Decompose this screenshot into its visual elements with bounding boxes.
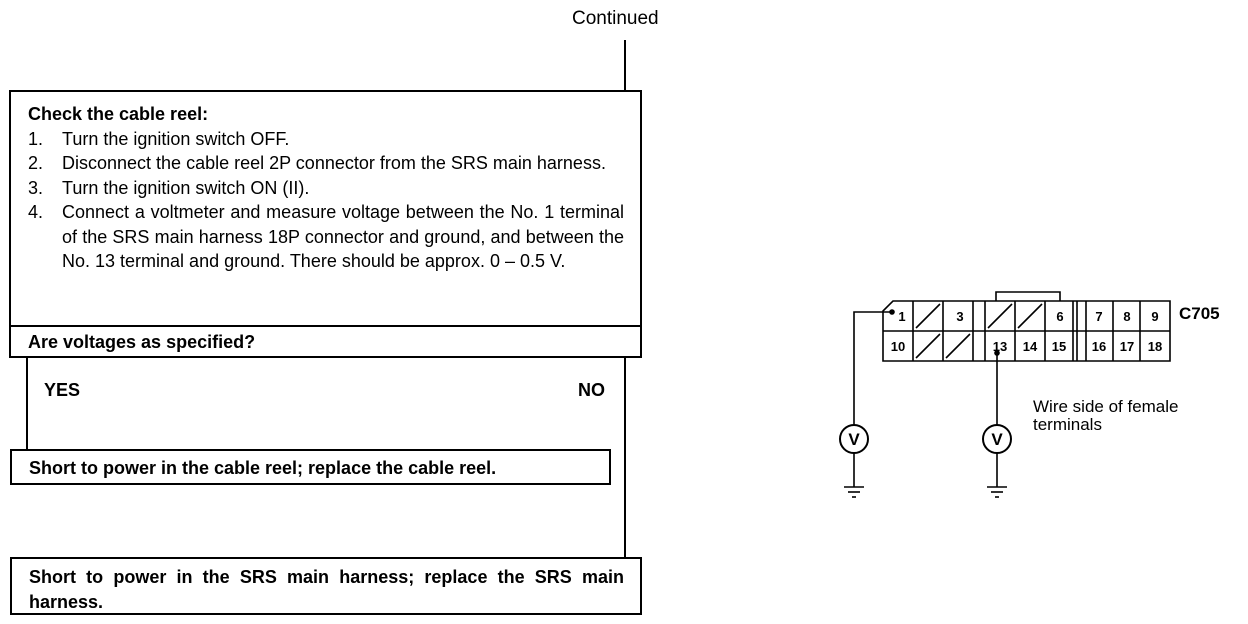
step-number: 3. (28, 177, 44, 198)
connector-diagram: 1 3 6 7 8 9 10 13 14 15 16 17 18 C705 V … (839, 291, 1220, 498)
step-item: 3. Turn the ignition switch ON (II). (28, 176, 624, 201)
meter-symbol: V (991, 430, 1003, 449)
terminal-label: 10 (891, 339, 905, 354)
terminal-label: 3 (956, 309, 963, 324)
terminal-label: 7 (1095, 309, 1102, 324)
check-steps: Check the cable reel: 1. Turn the igniti… (28, 102, 624, 274)
step-text: Turn the ignition switch OFF. (62, 128, 290, 149)
check-title: Check the cable reel: (28, 104, 209, 124)
step-text: Turn the ignition switch ON (II). (62, 177, 310, 198)
voltmeter-1: V (839, 424, 869, 487)
note-line: Wire side of female (1033, 397, 1179, 416)
terminal-label: 13 (993, 339, 1007, 354)
step-number: 1. (28, 128, 44, 149)
no-label: NO (578, 380, 605, 400)
wire-side-note: Wire side of female terminals (1033, 398, 1179, 434)
ground-icon (844, 486, 864, 498)
voltmeter-2: V (982, 424, 1012, 487)
continued-label: Continued (572, 8, 659, 29)
decision-question: Are voltages as specified? (28, 332, 256, 352)
step-item: 1. Turn the ignition switch OFF. (28, 127, 624, 152)
terminal-label: 1 (898, 309, 905, 324)
no-branch-line (624, 358, 626, 558)
yes-result-text: Short to power in the cable reel; replac… (29, 458, 497, 478)
terminal-label: 17 (1120, 339, 1134, 354)
connector-id: C705 (1179, 304, 1220, 323)
step-number: 2. (28, 153, 44, 173)
check-cable-reel-box: Check the cable reel: 1. Turn the igniti… (9, 90, 642, 358)
probe-point (889, 309, 895, 315)
continued-connector-line (624, 40, 626, 92)
step-number: 4. (28, 202, 44, 222)
terminal-label: 15 (1052, 339, 1066, 354)
step-item: 4. Connect a voltmeter and measure volta… (28, 200, 624, 274)
step-item: 2. Disconnect the cable reel 2P connecto… (28, 151, 624, 176)
terminal-label: 18 (1148, 339, 1162, 354)
yes-result-box: Short to power in the cable reel; replac… (10, 449, 611, 485)
terminal-label: 9 (1151, 309, 1158, 324)
probe-point (994, 350, 1000, 356)
terminal-label: 14 (1023, 339, 1038, 354)
ground-icon (987, 486, 1007, 498)
step-text: Disconnect the cable reel 2P connector f… (62, 153, 606, 173)
terminal-label: 6 (1056, 309, 1063, 324)
terminal-numbers: 1 3 6 7 8 9 10 13 14 15 16 17 18 (891, 309, 1162, 354)
step-text: Connect a voltmeter and measure voltage … (62, 202, 624, 271)
no-result-text: Short to power in the SRS main harness; … (29, 567, 624, 612)
question-divider (11, 325, 640, 327)
no-result-box: Short to power in the SRS main harness; … (10, 557, 642, 615)
connector-body (882, 291, 1171, 362)
meter-symbol: V (848, 430, 860, 449)
yes-label: YES (44, 380, 81, 400)
note-line: terminals (1033, 415, 1102, 434)
terminal-label: 8 (1123, 309, 1130, 324)
probe-wires (853, 311, 998, 425)
yes-branch-line (26, 358, 28, 450)
terminal-label: 16 (1092, 339, 1106, 354)
